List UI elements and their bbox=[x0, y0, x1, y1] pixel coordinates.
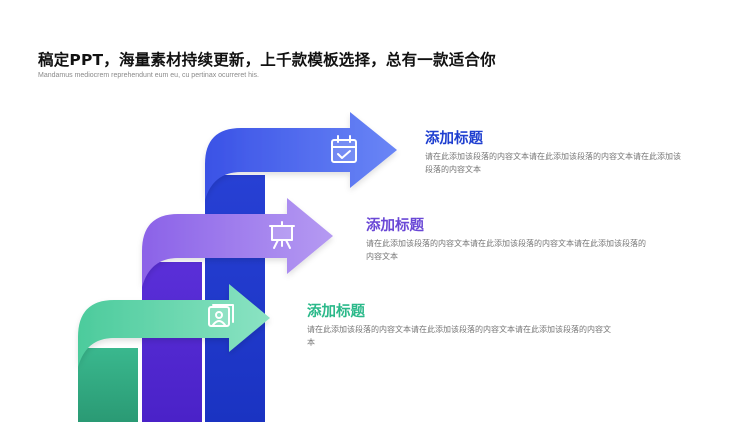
step-3-title: 添加标题 bbox=[307, 304, 365, 320]
step-3-body: 请在此添加该段落的内容文本请在此添加该段落的内容文本请在此添加该段落的内容文本 bbox=[307, 325, 611, 347]
arrow-step-3 bbox=[78, 284, 270, 422]
arrow-step-2-stem bbox=[142, 262, 202, 422]
arrow-step-2 bbox=[142, 198, 333, 422]
arrow-step-1-head bbox=[205, 112, 397, 200]
calendar-check-icon bbox=[331, 135, 357, 163]
step-2-title: 添加标题 bbox=[366, 218, 424, 234]
page-title: 稿定PPT，海量素材持续更新，上千款模板选择，总有一款适合你 bbox=[38, 51, 496, 69]
user-photo-icon bbox=[208, 304, 234, 327]
arrow-step-2-head bbox=[142, 198, 333, 287]
step-1-body: 请在此添加该段落的内容文本请在此添加该段落的内容文本请在此添加该段落的内容文本 bbox=[425, 152, 681, 174]
presentation-board-icon bbox=[269, 221, 295, 249]
step-2-body: 请在此添加该段落的内容文本请在此添加该段落的内容文本请在此添加该段落的内容文本 bbox=[366, 239, 646, 261]
page-subtitle: Mandamus mediocrem reprehendunt eum eu, … bbox=[38, 72, 259, 79]
arrow-step-1 bbox=[205, 112, 397, 422]
step-1-title: 添加标题 bbox=[425, 131, 483, 147]
arrow-step-3-stem bbox=[78, 348, 138, 422]
